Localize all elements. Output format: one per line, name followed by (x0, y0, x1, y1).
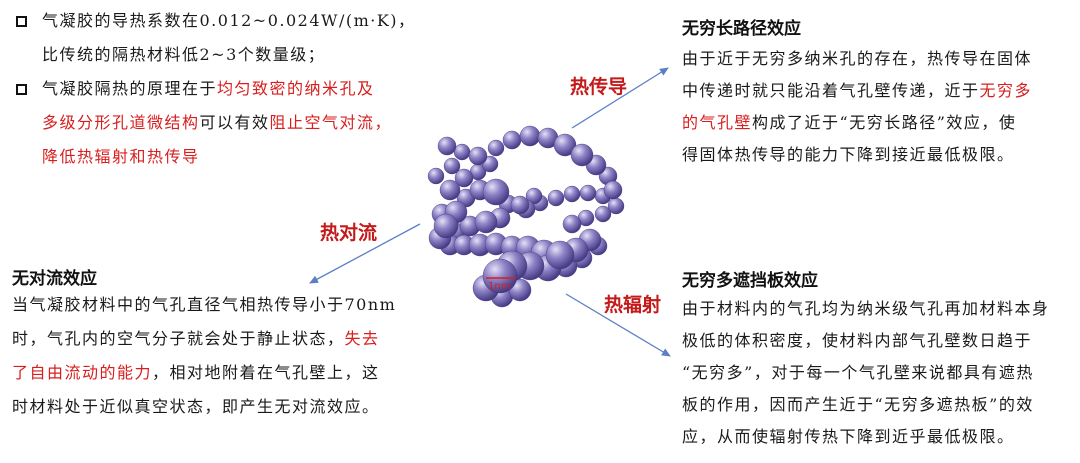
convection-label: 热对流 (320, 222, 378, 244)
aerogel-sphere (453, 143, 471, 161)
aerogel-sphere (594, 205, 612, 223)
no-convection-line-3: 了自由流动的能力，相对地附着在气孔壁上，这 (12, 363, 380, 382)
bullet-2-line-2: 多级分形孔道微结构可以有效阻止空气对流， (42, 113, 393, 132)
aerogel-cluster-illustration (427, 125, 625, 308)
aerogel-sphere (607, 197, 625, 215)
aerogel-sphere (433, 213, 459, 239)
aerogel-sphere (547, 189, 565, 207)
bullet-2-line-1: 气凝胶隔热的原理在于均匀致密的纳米孔及 (42, 79, 375, 98)
conduction-label: 热传导 (570, 76, 628, 98)
scale-label: 1nm (488, 281, 511, 292)
aerogel-sphere (570, 143, 594, 167)
bullet-square-icon (16, 16, 27, 27)
infinite-shield-line-2: 极低的体积密度，使材料内部气孔壁数日趋于 (682, 331, 1033, 350)
aerogel-sphere (443, 157, 461, 175)
aerogel-sphere (563, 185, 581, 203)
bullet-1-line-1: 气凝胶的导热系数在0.012~0.024W/(m·K)， (42, 11, 416, 30)
convection-arrow (309, 223, 421, 284)
aerogel-sphere (482, 258, 518, 294)
aerogel-sphere (468, 146, 488, 166)
infinite-path-line-2: 中传递时就只能沿着气孔壁传递，近于无穷多 (682, 81, 1033, 100)
aerogel-sphere (454, 168, 474, 188)
infinite-shield-line-1: 由于材料内的气孔均为纳米级气孔再加材料本身 (682, 299, 1050, 318)
aerogel-sphere (510, 195, 530, 215)
infinite-shield-line-5: 应，从而使辐射传热下降到近乎最低极限。 (682, 427, 1015, 446)
aerogel-sphere (579, 184, 597, 202)
infinite-path-line-1: 由于近于无穷多纳米孔的存在，热传导在固体 (682, 49, 1033, 68)
aerogel-sphere (482, 178, 510, 206)
infinite-path-title: 无穷长路径效应 (682, 19, 801, 39)
no-convection-line-1: 当气凝胶材料中的气孔直径气相热传导小于70nm (12, 295, 397, 314)
infinite-shield-line-4: 板的作用，因而产生近于“无穷多遮热板”的效 (682, 395, 1034, 414)
aerogel-sphere (439, 179, 461, 201)
aerogel-sphere (562, 214, 582, 234)
infinite-shield-title: 无穷多遮挡板效应 (682, 271, 818, 291)
aerogel-sphere (519, 125, 541, 147)
no-convection-title: 无对流效应 (12, 269, 97, 289)
aerogel-sphere (525, 187, 543, 205)
bullet-2-line-3: 降低热辐射和热传导 (42, 147, 200, 166)
aerogel-sphere (474, 210, 498, 234)
bullet-square-icon (16, 84, 27, 95)
aerogel-sphere (427, 167, 445, 185)
infinite-shield-line-3: “无穷多”，对于每一个气孔壁来说都具有遮热 (682, 363, 1034, 382)
radiation-arrow (565, 293, 671, 357)
aerogel-sphere (553, 133, 577, 157)
radiation-label: 热辐射 (604, 294, 662, 316)
aerogel-sphere (502, 130, 522, 150)
aerogel-sphere (437, 136, 457, 156)
infinite-path-line-3: 的气孔壁构成了近于“无穷长路径”效应，使 (682, 113, 1017, 132)
infinite-path-line-4: 得固体热传导的能力下降到接近最低极限。 (682, 145, 1015, 164)
no-convection-line-4: 时材料处于近似真空状态，即产生无对流效应。 (12, 397, 380, 416)
bullet-1-line-2: 比传统的隔热材料低2~3个数量级； (42, 45, 326, 64)
aerogel-sphere (603, 180, 623, 200)
no-convection-line-2: 时，气孔内的空气分子就会处于静止状态，失去 (12, 329, 380, 348)
aerogel-sphere (545, 240, 575, 270)
aerogel-sphere (487, 139, 505, 157)
conduction-arrow (571, 67, 669, 129)
